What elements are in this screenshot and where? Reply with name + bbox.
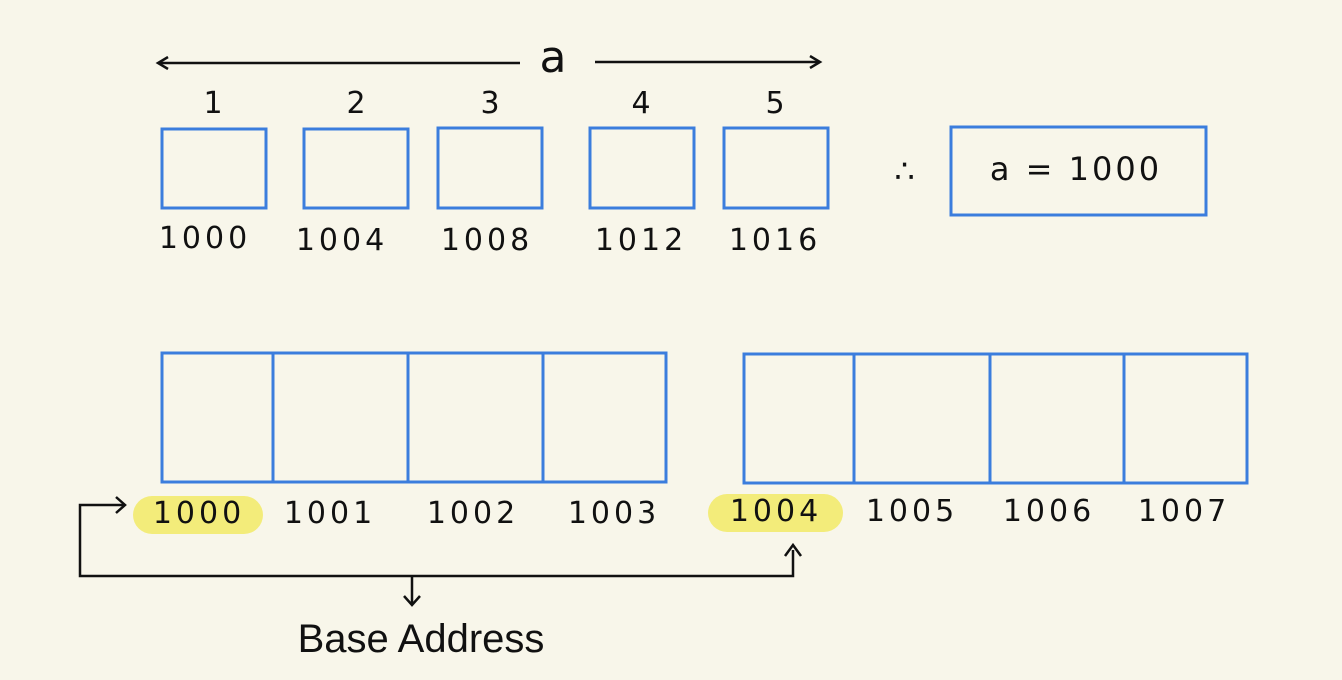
- byte-address: 1007: [1138, 494, 1230, 529]
- connector-arrowhead-left: [115, 496, 127, 514]
- array-element-box: [302, 127, 410, 210]
- connector-line: [78, 503, 795, 578]
- byte-cells-first-int: [160, 351, 668, 484]
- conclusion-text: a = 1000: [990, 150, 1162, 188]
- element-address: 1008: [441, 223, 533, 258]
- element-address: 1004: [296, 223, 388, 258]
- array-element-box: [160, 127, 268, 210]
- byte-address: 1004: [730, 494, 822, 529]
- array-element-box: [436, 126, 544, 210]
- index-labels: 1 2 3 4 5: [203, 86, 784, 121]
- byte-address: 1000: [153, 496, 245, 531]
- byte-address: 1003: [568, 496, 660, 531]
- byte-address: 1005: [866, 494, 958, 529]
- connector-arrowhead-up: [783, 542, 803, 557]
- element-address: 1000: [159, 221, 251, 256]
- base-address-label: Base Address: [298, 617, 545, 661]
- index-label: 2: [346, 86, 365, 121]
- index-label: 3: [480, 86, 499, 121]
- conclusion-box: [949, 125, 1208, 217]
- therefore-symbol: ∴: [894, 152, 917, 190]
- byte-group-box: [160, 351, 668, 484]
- index-label: 4: [631, 86, 650, 121]
- byte-address: 1002: [427, 496, 519, 531]
- array-span-arrow: a: [158, 32, 820, 83]
- highlight-next-address: [708, 494, 843, 532]
- element-addresses: 1000 1004 1008 1012 1016: [159, 221, 821, 258]
- highlight-base-address: [133, 496, 263, 534]
- array-name-label: a: [540, 32, 567, 83]
- index-label: 5: [765, 86, 784, 121]
- index-label: 1: [203, 86, 222, 121]
- byte-address: 1006: [1003, 494, 1095, 529]
- element-address: 1012: [595, 223, 687, 258]
- byte-cells-second-int: [742, 352, 1249, 485]
- array-element-box: [722, 126, 830, 210]
- element-address: 1016: [729, 223, 821, 258]
- connector-down-arrow: [403, 576, 421, 607]
- byte-address: 1001: [284, 496, 376, 531]
- array-element-box: [588, 126, 696, 210]
- byte-addresses: 1000 1001 1002 1003 1004 1005 1006 1007: [153, 494, 1230, 531]
- array-elements: [160, 126, 830, 210]
- byte-group-box: [742, 352, 1249, 485]
- base-address-connector: [78, 496, 803, 607]
